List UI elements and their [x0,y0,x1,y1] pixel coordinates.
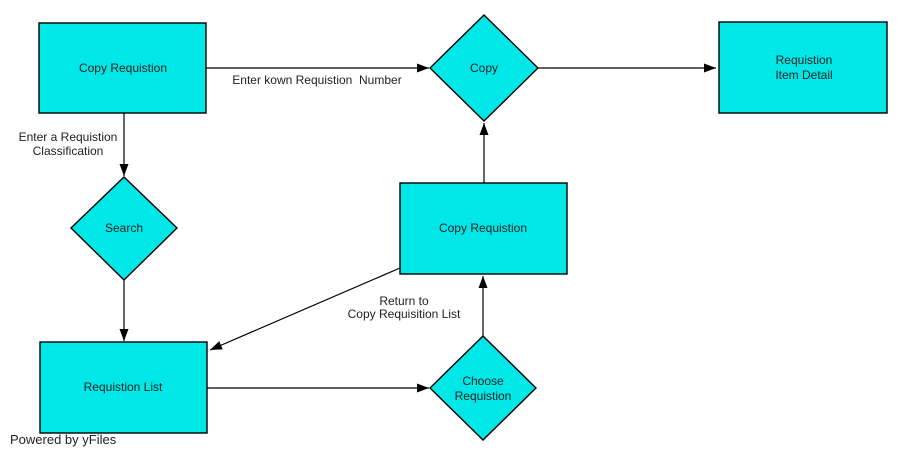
node-copy-diamond-label: Copy [470,61,498,75]
node-requisition-item-detail[interactable] [718,21,888,114]
node-requisition-list-label: Requistion List [84,380,163,394]
edge-label-return-to-list-line2: Copy Requisition List [348,307,461,321]
edge-label-enter-classification-line1: Enter a Requistion [19,130,118,144]
node-choose-requisition-diamond[interactable] [429,335,537,441]
edge-copyreq-mid-to-list[interactable] [209,267,401,351]
node-copy-requisition-mid[interactable] [399,182,568,275]
node-requisition-item-detail-label-line2: Item Detail [775,68,832,82]
node-copy-requisition-top-label: Copy Requistion [79,61,167,75]
edge-label-enter-classification-line2: Classification [33,144,104,158]
node-copy-requisition-top[interactable] [38,22,207,114]
node-requisition-list[interactable] [39,341,208,434]
node-choose-requisition-label-line1: Choose [462,374,504,388]
node-copy-requisition-mid-label: Copy Requistion [439,221,527,235]
yfiles-watermark: Powered by yFiles [10,432,117,447]
node-copy-diamond[interactable] [429,14,539,122]
node-search-diamond-label: Search [105,221,143,235]
edge-label-return-to-list-line1: Return to [379,294,429,308]
edge-label-enter-known-number: Enter kown Requistion Number [232,73,401,87]
node-requisition-item-detail-label-line1: Requistion [776,53,833,67]
node-search-diamond[interactable] [69,176,179,281]
node-choose-requisition-label-line2: Requistion [455,389,512,403]
